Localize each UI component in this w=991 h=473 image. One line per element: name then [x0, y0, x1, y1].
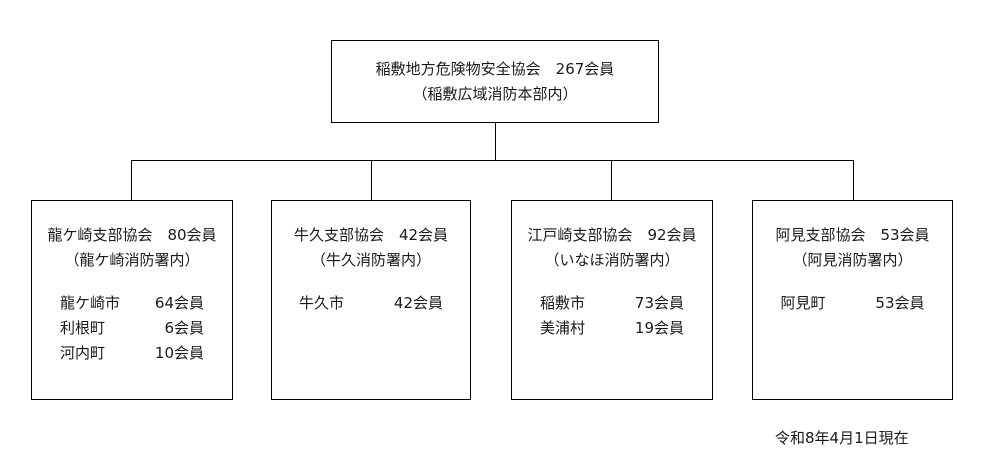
branch-subtitle-4: （阿見消防署内）: [792, 251, 913, 269]
branch-node-box-3: 江戸崎支部協会 92会員 （いなほ消防署内） 稲敷市 73会員 美浦村 19会員: [511, 200, 713, 400]
detail-row: 利根町 6会員: [32, 316, 232, 341]
detail-count: 53会員: [875, 294, 925, 312]
detail-name: 稲敷市: [540, 294, 586, 312]
detail-name: 美浦村: [540, 319, 586, 337]
detail-count: 10会員: [154, 344, 204, 362]
connector-root-stem: [495, 123, 496, 161]
branch-detail-list-3: 稲敷市 73会員 美浦村 19会員: [512, 291, 712, 341]
detail-row: 美浦村 19会員: [512, 316, 712, 341]
branch-title-1: 龍ケ崎支部協会 80会員: [47, 226, 217, 244]
detail-row: 河内町 10会員: [32, 341, 232, 366]
connector-drop-4: [853, 160, 854, 200]
detail-name: 龍ケ崎市: [60, 294, 121, 312]
detail-row: 龍ケ崎市 64会員: [32, 291, 232, 316]
branch-detail-list-2: 牛久市 42会員: [272, 291, 470, 316]
connector-drop-2: [371, 160, 372, 200]
detail-name: 河内町: [60, 344, 106, 362]
branch-subtitle-1: （龍ケ崎消防署内）: [64, 251, 200, 269]
detail-name: 牛久市: [299, 294, 345, 312]
detail-count: 6会員: [164, 319, 204, 337]
detail-row: 稲敷市 73会員: [512, 291, 712, 316]
branch-node-box-4: 阿見支部協会 53会員 （阿見消防署内） 阿見町 53会員: [752, 200, 953, 400]
as-of-date-label: 令和8年4月1日現在: [775, 429, 909, 447]
branch-detail-list-4: 阿見町 53会員: [753, 291, 952, 316]
detail-row: 牛久市 42会員: [272, 291, 470, 316]
branch-subtitle-2: （牛久消防署内）: [310, 251, 431, 269]
branch-title-2: 牛久支部協会 42会員: [293, 226, 449, 244]
connector-drop-3: [611, 160, 612, 200]
connector-horizontal-bus: [131, 160, 854, 161]
detail-name: 阿見町: [780, 294, 826, 312]
detail-row: 阿見町 53会員: [753, 291, 952, 316]
root-node-box: 稲敷地方危険物安全協会 267会員 （稲敷広域消防本部内）: [331, 40, 659, 123]
branch-title-4: 阿見支部協会 53会員: [775, 226, 930, 244]
detail-count: 42会員: [393, 294, 443, 312]
detail-count: 19会員: [634, 319, 684, 337]
root-node-subtitle: （稲敷広域消防本部内）: [412, 85, 578, 103]
detail-name: 利根町: [60, 319, 106, 337]
branch-title-3: 江戸崎支部協会 92会員: [527, 226, 697, 244]
branch-detail-list-1: 龍ケ崎市 64会員 利根町 6会員 河内町 10会員: [32, 291, 232, 366]
branch-subtitle-3: （いなほ消防署内）: [544, 251, 680, 269]
branch-node-box-2: 牛久支部協会 42会員 （牛久消防署内） 牛久市 42会員: [271, 200, 471, 400]
branch-node-box-1: 龍ケ崎支部協会 80会員 （龍ケ崎消防署内） 龍ケ崎市 64会員 利根町 6会員…: [31, 200, 233, 400]
root-node-title: 稲敷地方危険物安全協会 267会員: [375, 60, 615, 78]
detail-count: 73会員: [634, 294, 684, 312]
detail-count: 64会員: [154, 294, 204, 312]
connector-drop-1: [131, 160, 132, 200]
